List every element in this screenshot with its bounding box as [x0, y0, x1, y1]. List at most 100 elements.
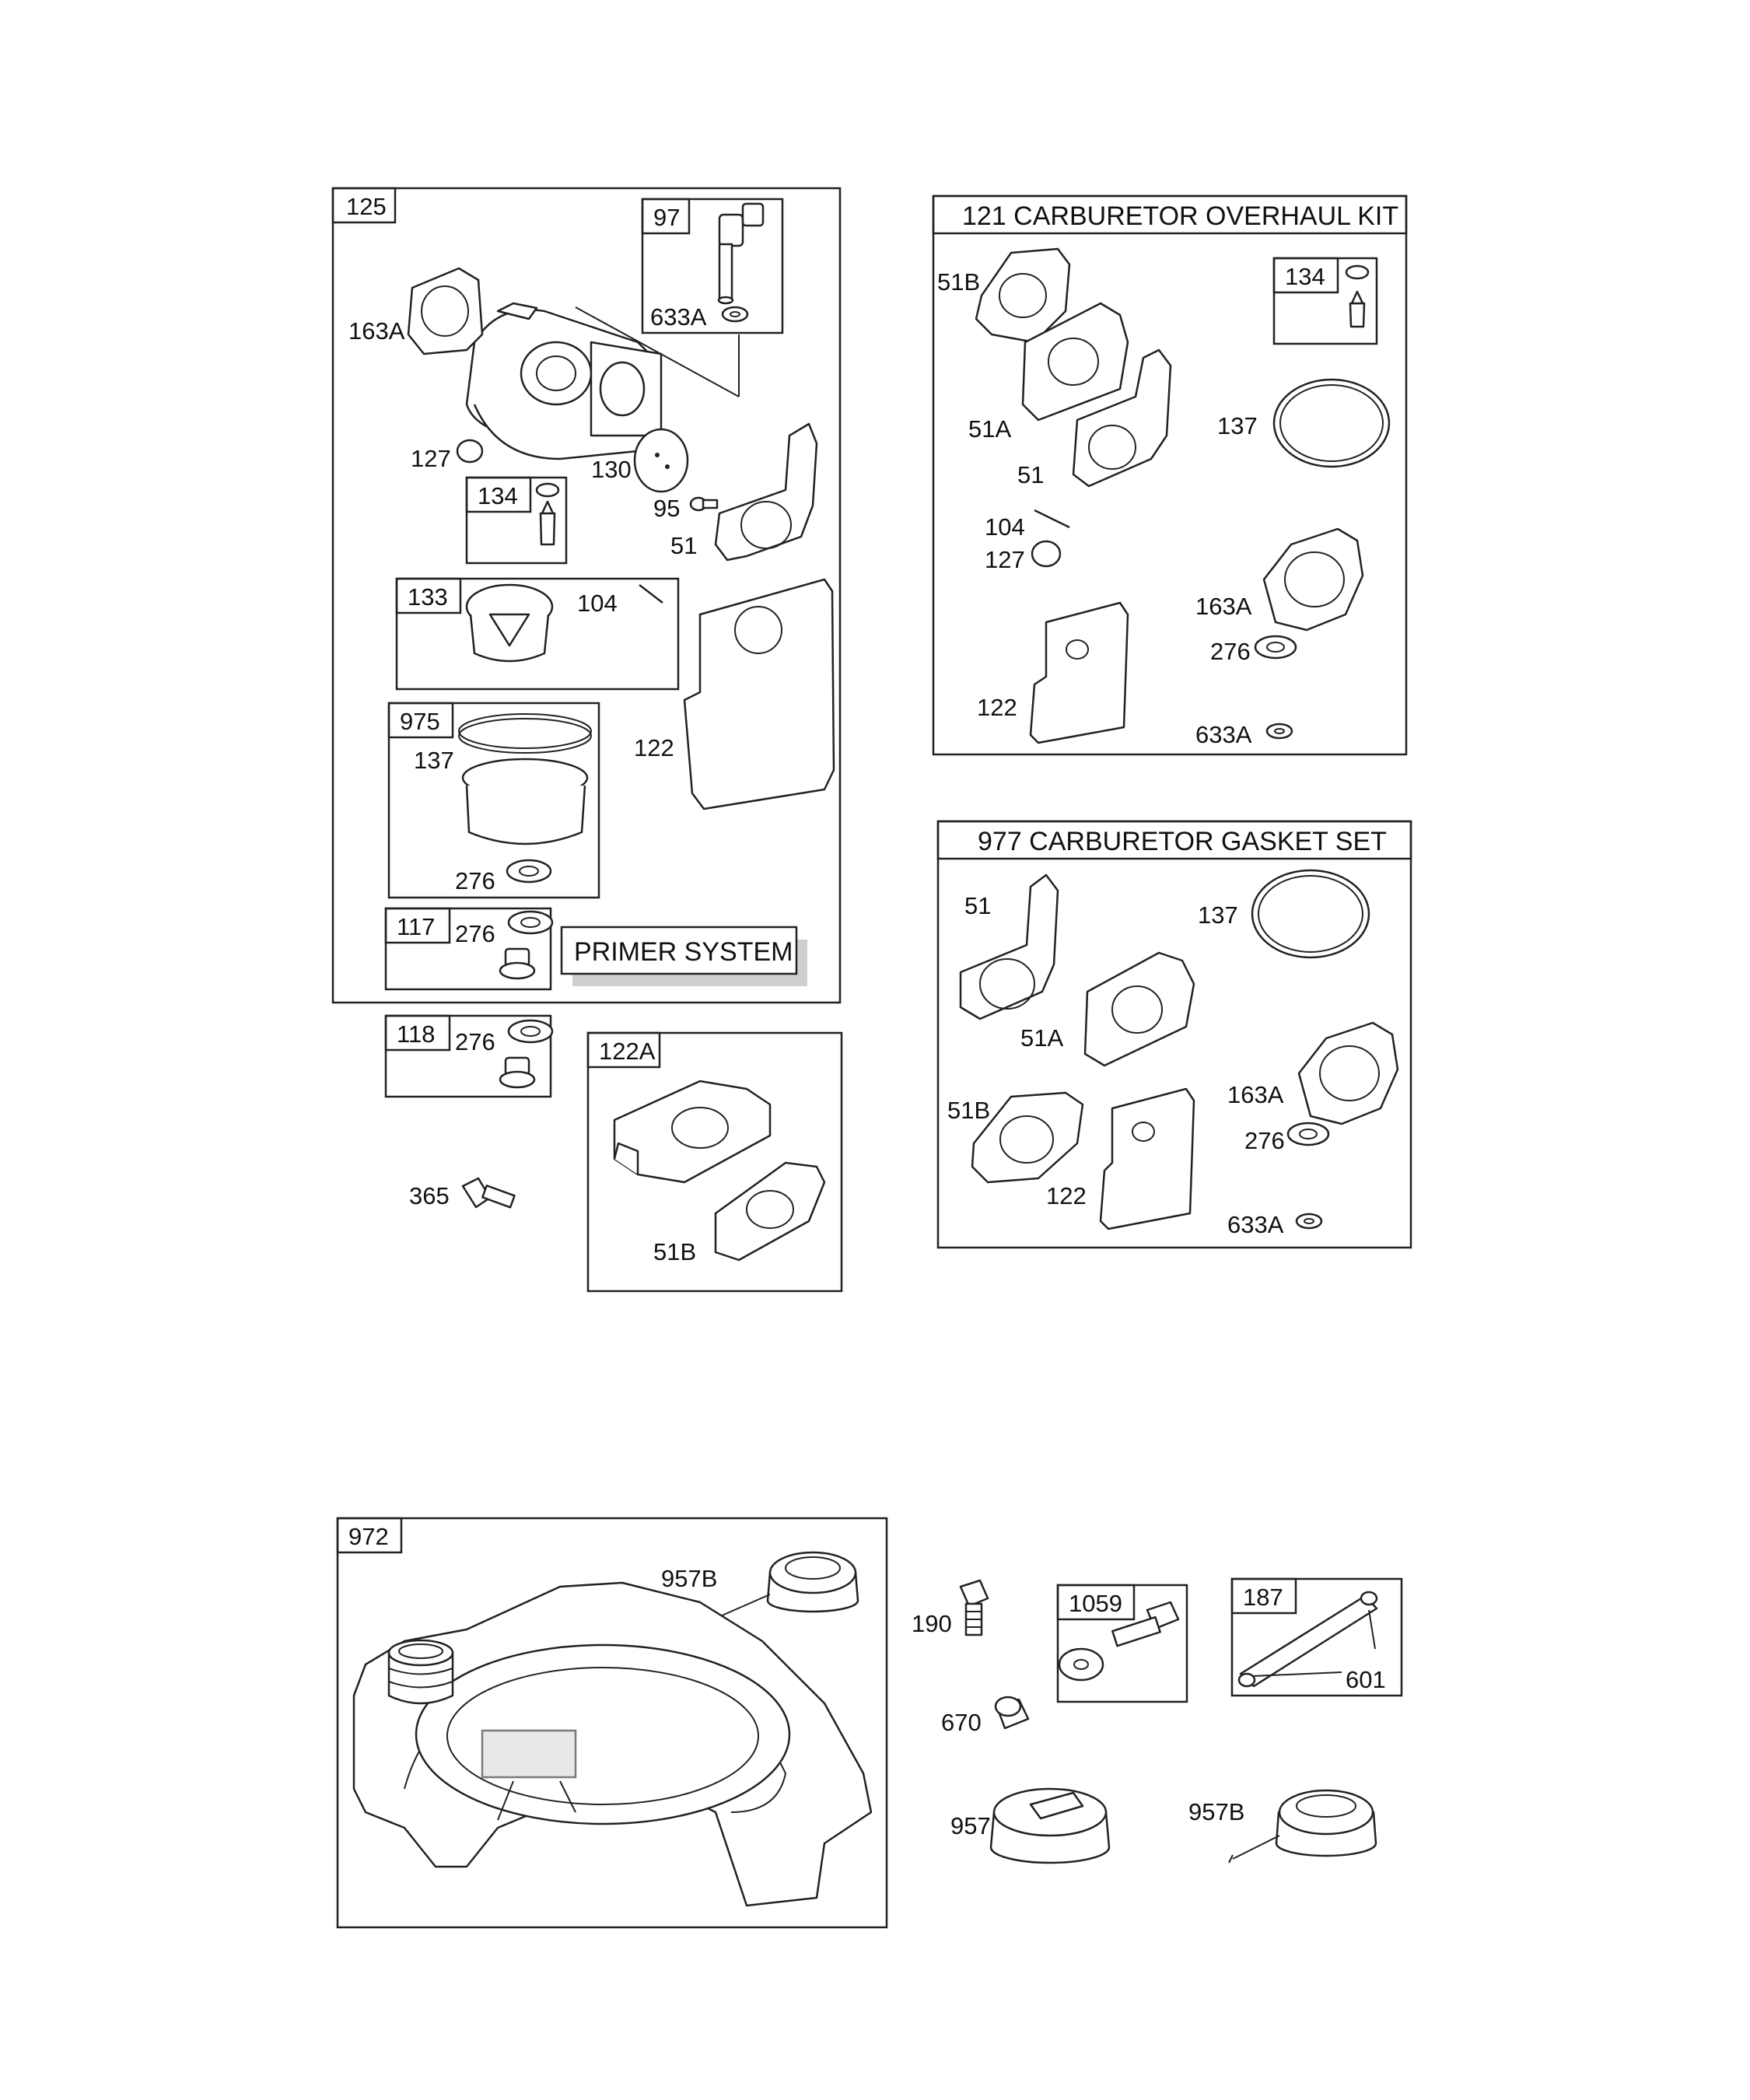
gasket-set-label-276: 276 [1244, 1127, 1285, 1154]
fuel-line-187-icon [1237, 1591, 1378, 1688]
sub-134-ref: 134 [478, 482, 518, 509]
label-957: 957 [950, 1812, 991, 1839]
bowl-975-icon [458, 713, 592, 845]
washer-icon [1254, 635, 1297, 660]
fuel-cap-957-icon [989, 1787, 1111, 1864]
label-670: 670 [941, 1709, 982, 1736]
primer-bulb-117-icon [499, 947, 536, 980]
gasket-163a-icon [1297, 1021, 1399, 1125]
gasket-set-title: 977 CARBURETOR GASKET SET [978, 827, 1387, 856]
fitting-365-icon [461, 1177, 516, 1209]
overhaul-label-276: 276 [1210, 638, 1251, 665]
label-601: 601 [1346, 1666, 1386, 1693]
overhaul-sub-134-ref: 134 [1285, 263, 1325, 290]
label-276-a: 276 [455, 867, 495, 894]
gasket-163a-icon [1262, 527, 1364, 632]
gasket-set-label-163a: 163A [1227, 1081, 1284, 1108]
gasket-51a-icon [1021, 302, 1129, 422]
sub-118-ref: 118 [397, 1020, 435, 1048]
screw-95-icon [689, 496, 719, 512]
carburetor-ref: 125 [346, 193, 387, 220]
fuel-tank-box: 972 957B [336, 1517, 888, 1929]
sub-133-ref: 133 [408, 583, 448, 611]
overhaul-label-122: 122 [977, 694, 1017, 721]
overhaul-label-104: 104 [985, 513, 1025, 541]
bolt-190-icon [959, 1579, 989, 1636]
fuel-tank-label-957b: 957B [661, 1565, 717, 1592]
label-51b: 51B [653, 1238, 696, 1265]
gasket-51-icon [714, 422, 818, 562]
kit-122a-ref: 122A [599, 1038, 656, 1065]
overhaul-label-51a: 51A [968, 415, 1011, 443]
plug-127-icon [456, 439, 484, 464]
fuel-cap-957b-icon [1228, 1789, 1377, 1864]
o-ring-137-icon [1251, 869, 1370, 959]
loose-parts: 190 1059 670 187 601 [912, 1577, 1403, 1864]
gasket-163a-icon [407, 267, 484, 355]
washer-icon [507, 1019, 554, 1044]
label-51: 51 [670, 532, 697, 559]
overhaul-label-163a: 163A [1195, 593, 1252, 620]
gasket-set-label-137: 137 [1198, 901, 1238, 929]
label-957b: 957B [1188, 1798, 1244, 1825]
overhaul-label-633a: 633A [1195, 721, 1252, 748]
label-137: 137 [414, 747, 454, 774]
gasket-set-label-51b: 51B [947, 1097, 990, 1124]
shoulder-bolt-1059-icon [1111, 1601, 1180, 1647]
gasket-set-label-122: 122 [1046, 1182, 1087, 1209]
primer-118-box: 118 276 [384, 1014, 554, 1098]
sub-187-ref: 187 [1243, 1584, 1283, 1611]
spacer-670-icon [994, 1696, 1030, 1730]
gasket-set-label-633a: 633A [1227, 1211, 1284, 1238]
sub-975-ref: 975 [400, 708, 440, 735]
carburetor-group: 125 97 633A 163A [331, 187, 842, 1004]
spacer-122a-icon [613, 1080, 772, 1184]
gasket-set-label-51: 51 [964, 892, 991, 919]
label-104: 104 [577, 590, 618, 617]
washer-icon [1286, 1122, 1330, 1146]
gasket-51b-icon [714, 1161, 826, 1262]
plug-127-icon [1031, 540, 1062, 568]
label-276: 276 [455, 1028, 495, 1055]
spacer-122-icon [1029, 601, 1129, 744]
carburetor-body-icon [465, 302, 740, 460]
sub-1059-ref: 1059 [1069, 1590, 1122, 1617]
gasket-51-icon [959, 873, 1059, 1020]
gasket-51a-icon [1083, 951, 1195, 1067]
sub-97-ref: 97 [653, 204, 680, 231]
overhaul-kit-title: 121 CARBURETOR OVERHAUL KIT [962, 201, 1398, 231]
spacer-122-icon [683, 578, 835, 810]
sub-117-ref: 117 [397, 913, 435, 940]
label-633a: 633A [650, 303, 707, 331]
gasket-51-icon [1072, 348, 1172, 488]
primer-system-plate: PRIMER SYSTEM [560, 926, 807, 986]
gasket-51b-icon [975, 247, 1071, 344]
label-122: 122 [634, 734, 674, 761]
gasket-51b-icon [971, 1091, 1084, 1184]
plate-130-icon [633, 428, 689, 493]
washer-icon [506, 859, 552, 884]
overhaul-kit-box: 121 CARBURETOR OVERHAUL KIT 134 51B 51A … [932, 194, 1408, 756]
primer-system-label: PRIMER SYSTEM [574, 937, 793, 967]
washer-icon [721, 306, 749, 323]
needle-valve-icon [1349, 302, 1366, 328]
washer-icon [1265, 723, 1293, 740]
washer-icon [1058, 1647, 1104, 1682]
label-130: 130 [591, 456, 632, 483]
label-190: 190 [912, 1610, 952, 1637]
fuel-tank-ref: 972 [348, 1523, 389, 1550]
fuel-cap-957b-icon [703, 1551, 859, 1626]
spacer-122-icon [1099, 1087, 1195, 1230]
overhaul-label-127: 127 [985, 546, 1025, 573]
overhaul-label-137: 137 [1217, 412, 1258, 439]
float-needle-part-97 [717, 202, 765, 305]
label-95: 95 [653, 495, 680, 522]
overhaul-label-51b: 51B [937, 268, 980, 296]
washer-icon [507, 910, 554, 935]
kit-122a-box: 122A 51B [586, 1031, 843, 1293]
label-163a: 163A [348, 317, 405, 345]
overhaul-label-51: 51 [1017, 461, 1044, 488]
float-133-icon [465, 583, 554, 663]
label-276-b: 276 [455, 920, 495, 947]
